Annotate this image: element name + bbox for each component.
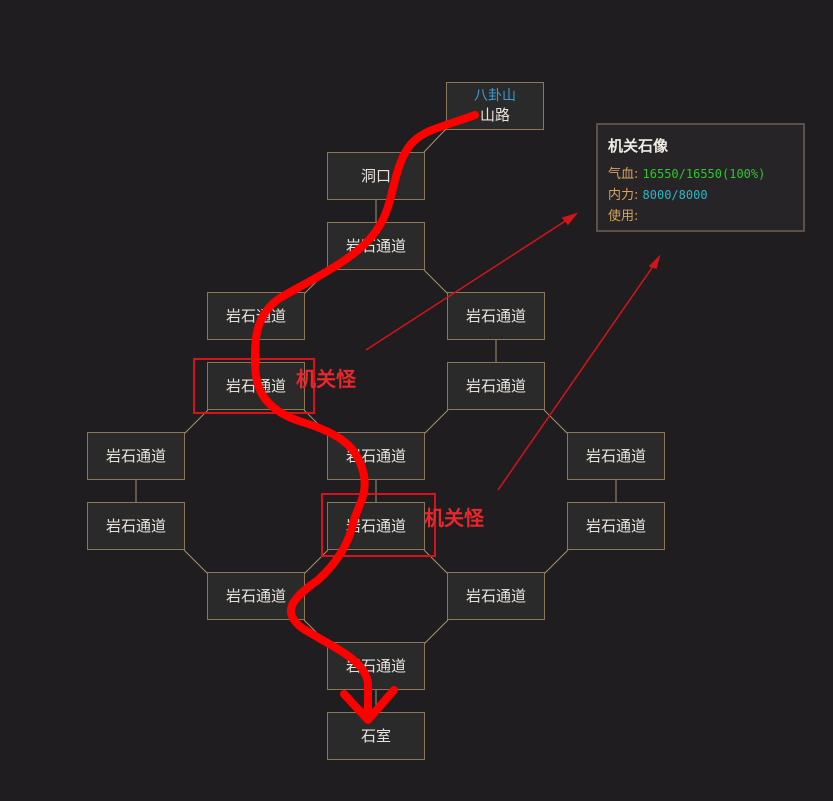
use-label: 使用:	[608, 209, 639, 224]
room-rock-passage[interactable]: 岩石通道	[447, 572, 545, 620]
npc-name: 机关石像	[608, 137, 669, 155]
room-rock-passage[interactable]: 岩石通道	[87, 432, 185, 480]
monster-label: 机关怪	[424, 506, 484, 530]
room-rock-passage[interactable]: 岩石通道	[327, 642, 425, 690]
room-name: 岩石通道	[225, 587, 286, 605]
room-name: 岩石通道	[345, 237, 406, 255]
room-name: 岩石通道	[465, 307, 526, 325]
room-rock-passage[interactable]: 岩石通道	[567, 432, 665, 480]
room-name: 岩石通道	[225, 307, 286, 325]
mp-row: 内力: 8000/8000	[608, 185, 793, 206]
room-rock-passage[interactable]: 岩石通道	[207, 572, 305, 620]
monster-highlight-box	[321, 493, 436, 557]
npc-info-tooltip: 机关石像 气血: 16550/16550(100%) 内力: 8000/8000…	[596, 123, 805, 232]
room-rock-passage[interactable]: 岩石通道	[567, 502, 665, 550]
room-name: 岩石通道	[585, 447, 646, 465]
room-name: 山路	[479, 106, 510, 124]
room-rock-passage[interactable]: 岩石通道	[447, 292, 545, 340]
hp-value: 16550/16550(100%)	[642, 167, 766, 181]
room-rock-passage[interactable]: 岩石通道	[207, 292, 305, 340]
monster-label: 机关怪	[296, 367, 356, 391]
room-name: 岩石通道	[345, 447, 406, 465]
room-name: 岩石通道	[585, 517, 646, 535]
room-name: 石室	[360, 727, 391, 745]
room-name: 岩石通道	[465, 377, 526, 395]
room-dongkou[interactable]: 洞口	[327, 152, 425, 200]
room-rock-passage[interactable]: 岩石通道	[327, 432, 425, 480]
room-name: 岩石通道	[105, 517, 166, 535]
mp-label: 内力:	[608, 188, 639, 203]
room-name: 岩石通道	[105, 447, 166, 465]
use-row: 使用:	[608, 206, 793, 227]
room-shishi[interactable]: 石室	[327, 712, 425, 760]
room-rock-passage[interactable]: 岩石通道	[87, 502, 185, 550]
mp-value: 8000/8000	[642, 188, 708, 202]
hp-label: 气血:	[608, 167, 639, 182]
room-rock-passage[interactable]: 岩石通道	[327, 222, 425, 270]
hp-row: 气血: 16550/16550(100%)	[608, 164, 793, 185]
room-zone-label: 八卦山	[474, 88, 516, 104]
room-rock-passage[interactable]: 岩石通道	[447, 362, 545, 410]
room-shanlu[interactable]: 八卦山 山路	[446, 82, 544, 130]
room-name: 洞口	[360, 167, 391, 185]
room-name: 岩石通道	[465, 587, 526, 605]
room-name: 岩石通道	[345, 657, 406, 675]
